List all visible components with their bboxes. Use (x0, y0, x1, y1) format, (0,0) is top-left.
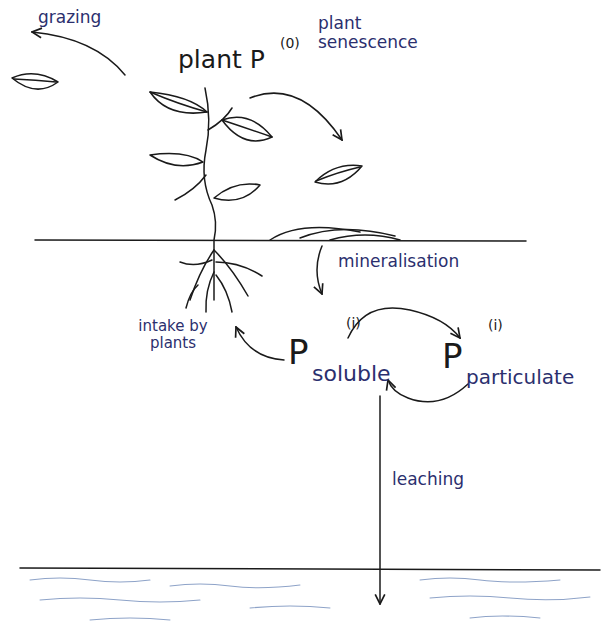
superscript: (i) (488, 318, 503, 333)
subscript: soluble (312, 362, 391, 386)
symbol: P (442, 338, 463, 375)
superscript: (i) (346, 316, 361, 331)
label: plant senescence (318, 14, 418, 51)
symbol: P (288, 334, 309, 371)
subscript: particulate (466, 366, 574, 388)
label: intake by plants (128, 318, 218, 351)
label: mineralisation (338, 252, 459, 271)
label: plant P (178, 46, 265, 74)
superscript: (0) (280, 36, 300, 51)
label: leaching (392, 470, 464, 489)
label: grazing (38, 8, 101, 27)
